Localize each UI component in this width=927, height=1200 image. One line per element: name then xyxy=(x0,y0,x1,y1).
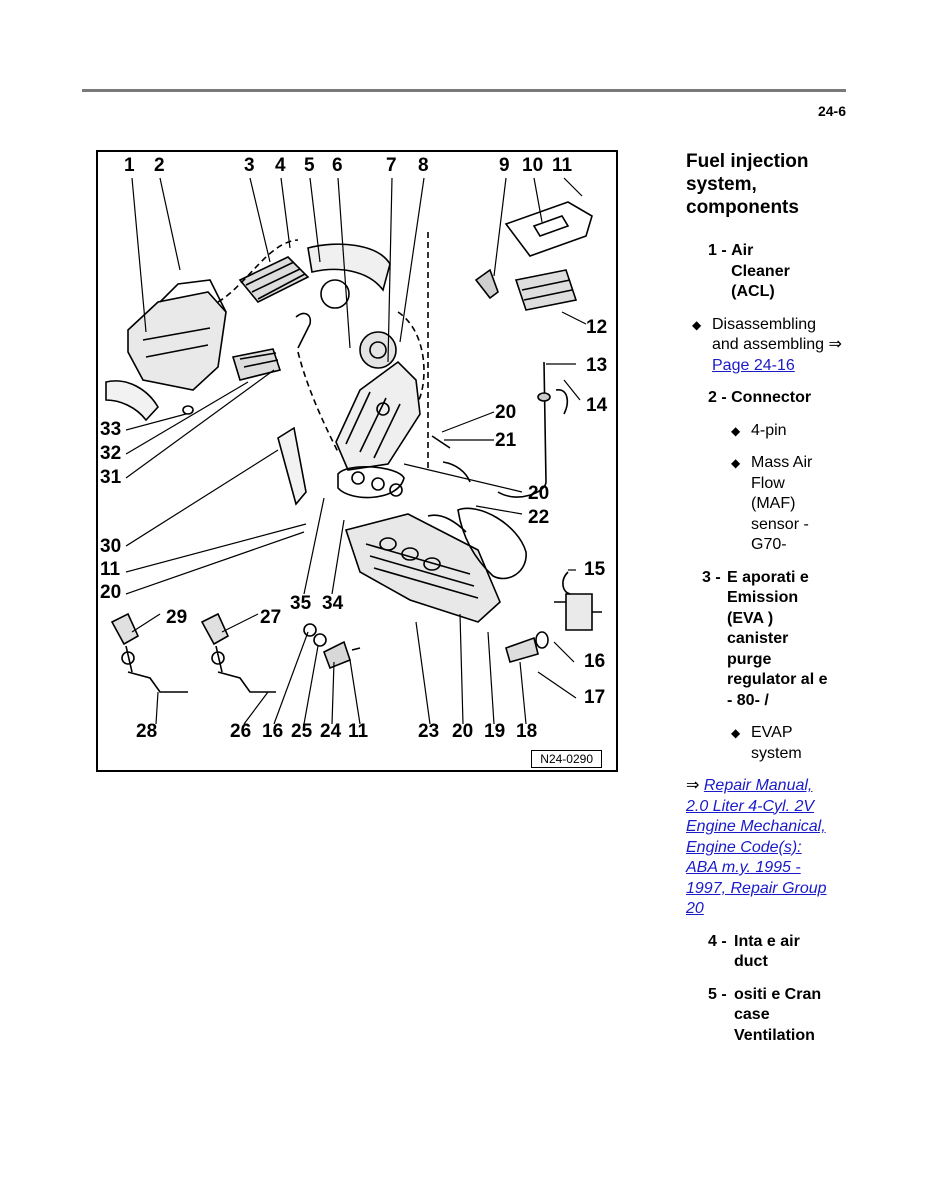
arrow-icon: ⇒ xyxy=(686,777,700,794)
exploded-diagram: 1 2 3 4 5 6 7 8 9 10 11 12 13 14 20 21 2… xyxy=(96,150,618,772)
item-3: 3 - E aporati e Emission (EVA ) canister… xyxy=(702,568,846,712)
callout-20a: 20 xyxy=(495,402,517,423)
item-number: 3 - xyxy=(702,568,721,586)
header-rule xyxy=(82,89,846,92)
callout-2: 2 xyxy=(154,155,165,176)
diamond-bullet-icon: ◆ xyxy=(731,456,741,470)
bullet-maf-sensor: ◆ Mass Air Flow (MAF) sensor - G70- xyxy=(731,453,821,556)
item-number: 4 - xyxy=(708,932,727,950)
callout-20b: 20 xyxy=(528,483,550,504)
callout-11: 11 xyxy=(552,155,573,176)
callout-24: 24 xyxy=(320,721,342,742)
item-label: Air Cleaner (ACL) xyxy=(731,242,790,300)
diamond-bullet-icon: ◆ xyxy=(731,726,741,740)
section-title: Fuel injection system, components xyxy=(686,151,809,218)
bullet-disassembling: ◆ Disassembling and assembling ⇒ Page 24… xyxy=(692,315,846,377)
callout-18: 18 xyxy=(516,721,538,742)
callout-33: 33 xyxy=(100,419,122,440)
callout-16a: 16 xyxy=(584,651,606,672)
callout-12: 12 xyxy=(586,317,608,338)
callout-14: 14 xyxy=(586,395,608,416)
repair-manual-reference: ⇒ Repair Manual, 2.0 Liter 4-Cyl. 2V Eng… xyxy=(686,776,836,920)
item-number: 2 - xyxy=(708,389,727,406)
callout-16b: 16 xyxy=(262,721,284,742)
callout-20c: 20 xyxy=(452,721,474,742)
callout-29: 29 xyxy=(166,607,188,628)
item-label: ositi e Cran case Ventilation xyxy=(734,985,822,1044)
item-number: 5 - xyxy=(708,985,727,1003)
bullet-4pin: ◆ 4-pin xyxy=(731,421,846,442)
component-list: Fuel injection system, components 1 - Ai… xyxy=(686,150,846,1058)
callout-9: 9 xyxy=(499,155,510,176)
repair-manual-link[interactable]: Repair Manual, 2.0 Liter 4-Cyl. 2V Engin… xyxy=(686,777,827,917)
callout-26: 26 xyxy=(230,721,252,742)
item-number: 1 - xyxy=(708,242,727,259)
callout-19: 19 xyxy=(484,721,506,742)
callout-20d: 20 xyxy=(100,582,122,603)
item-5: 5 - ositi e Cran case Ventilation xyxy=(708,985,846,1047)
callout-11c: 11 xyxy=(100,559,121,580)
callout-4: 4 xyxy=(275,155,286,176)
callout-1: 1 xyxy=(124,155,135,176)
callout-34: 34 xyxy=(322,593,344,614)
callout-3: 3 xyxy=(244,155,255,176)
callout-17: 17 xyxy=(584,687,606,708)
callout-31: 31 xyxy=(100,467,122,488)
callout-35: 35 xyxy=(290,593,312,614)
callout-28: 28 xyxy=(136,721,158,742)
callout-22: 22 xyxy=(528,507,550,528)
callout-8: 8 xyxy=(418,155,429,176)
item-label: Connector xyxy=(731,389,812,406)
callout-10: 10 xyxy=(522,155,544,176)
bullet-text: Mass Air Flow (MAF) sensor - G70- xyxy=(751,454,813,553)
item-1: 1 - Air Cleaner (ACL) xyxy=(708,241,846,303)
page-24-16-link[interactable]: Page 24-16 xyxy=(712,356,795,374)
callout-5: 5 xyxy=(304,155,315,176)
item-4: 4 - Inta e air duct xyxy=(708,932,846,973)
diamond-bullet-icon: ◆ xyxy=(692,317,702,332)
callout-11b: 11 xyxy=(348,721,369,742)
page-number: 24-6 xyxy=(817,103,846,119)
figure-id-label: N24-0290 xyxy=(531,750,602,768)
bullet-evap-system: ◆ EVAP system xyxy=(731,723,821,764)
callout-7: 7 xyxy=(386,155,397,176)
callout-21: 21 xyxy=(495,430,517,451)
callout-23: 23 xyxy=(418,721,440,742)
bullet-text: EVAP system xyxy=(751,724,802,762)
components-drawing xyxy=(105,177,602,725)
callout-6: 6 xyxy=(332,155,343,176)
callout-13: 13 xyxy=(586,355,608,376)
item-label: E aporati e Emission (EVA ) canister pur… xyxy=(727,568,828,709)
bullet-text: 4-pin xyxy=(751,421,787,439)
diamond-bullet-icon: ◆ xyxy=(731,423,741,438)
callout-32: 32 xyxy=(100,443,122,464)
callout-30: 30 xyxy=(100,536,122,557)
callout-25: 25 xyxy=(291,721,313,742)
bullet-text: Disassembling and assembling ⇒ Page 24-1… xyxy=(712,315,842,374)
callout-27: 27 xyxy=(260,607,282,628)
item-2: 2 - Connector xyxy=(708,388,846,409)
callout-15: 15 xyxy=(584,559,606,580)
item-label: Inta e air duct xyxy=(734,932,800,971)
